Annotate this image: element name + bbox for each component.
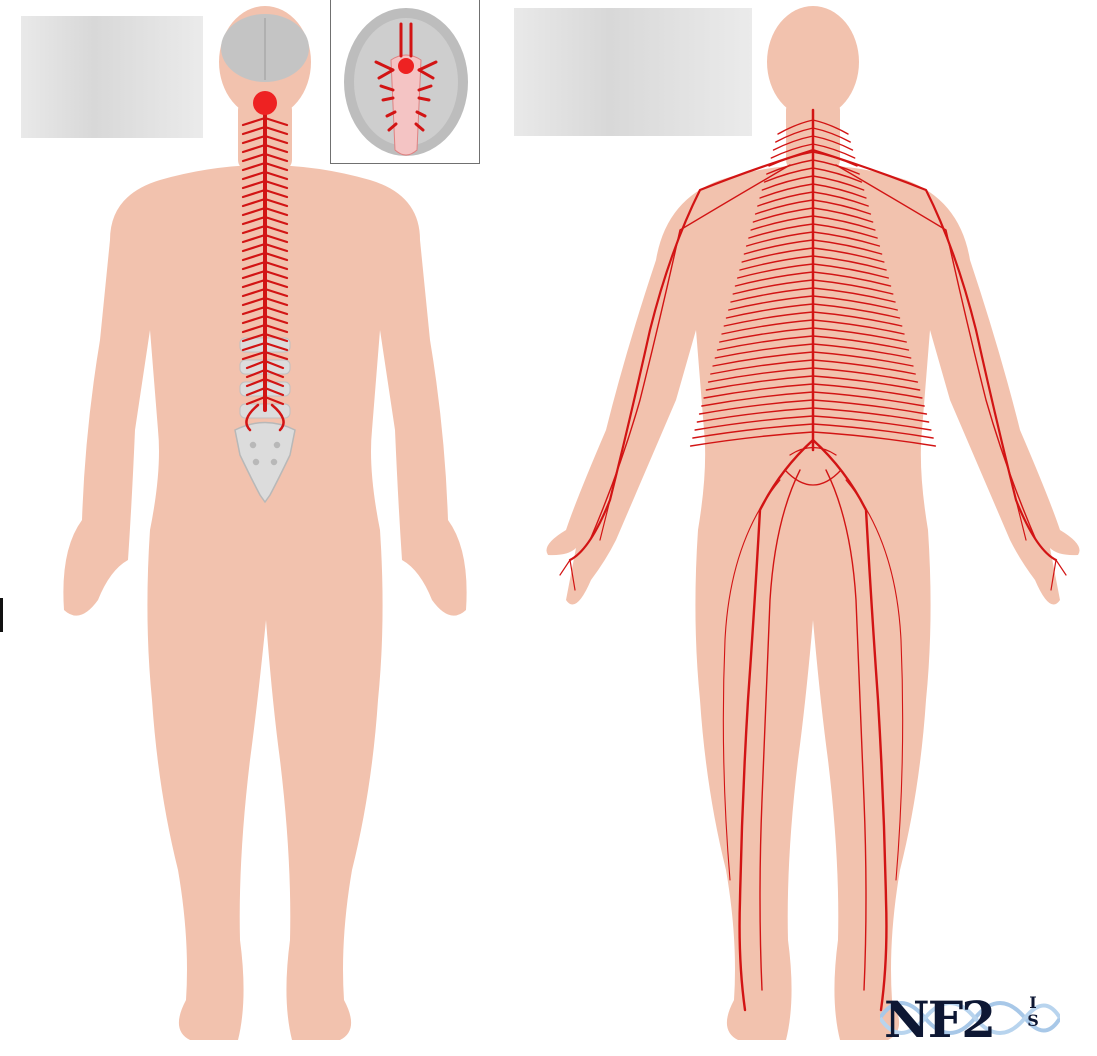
nf2is-logo: NF2 I S	[880, 988, 1060, 1056]
brain-stem-node	[253, 91, 277, 115]
logo-sup-top: I	[1029, 993, 1036, 1012]
brain-inferior-diagram	[331, 0, 481, 164]
brain-back-view	[221, 14, 309, 82]
logo-sup-bottom: S	[1027, 1011, 1039, 1030]
logo-superscript: I S	[1024, 994, 1042, 1030]
brain-inset	[330, 0, 480, 164]
logo-text: NF2	[884, 990, 994, 1050]
figure-peripheral-nervous-system	[530, 0, 1097, 1056]
